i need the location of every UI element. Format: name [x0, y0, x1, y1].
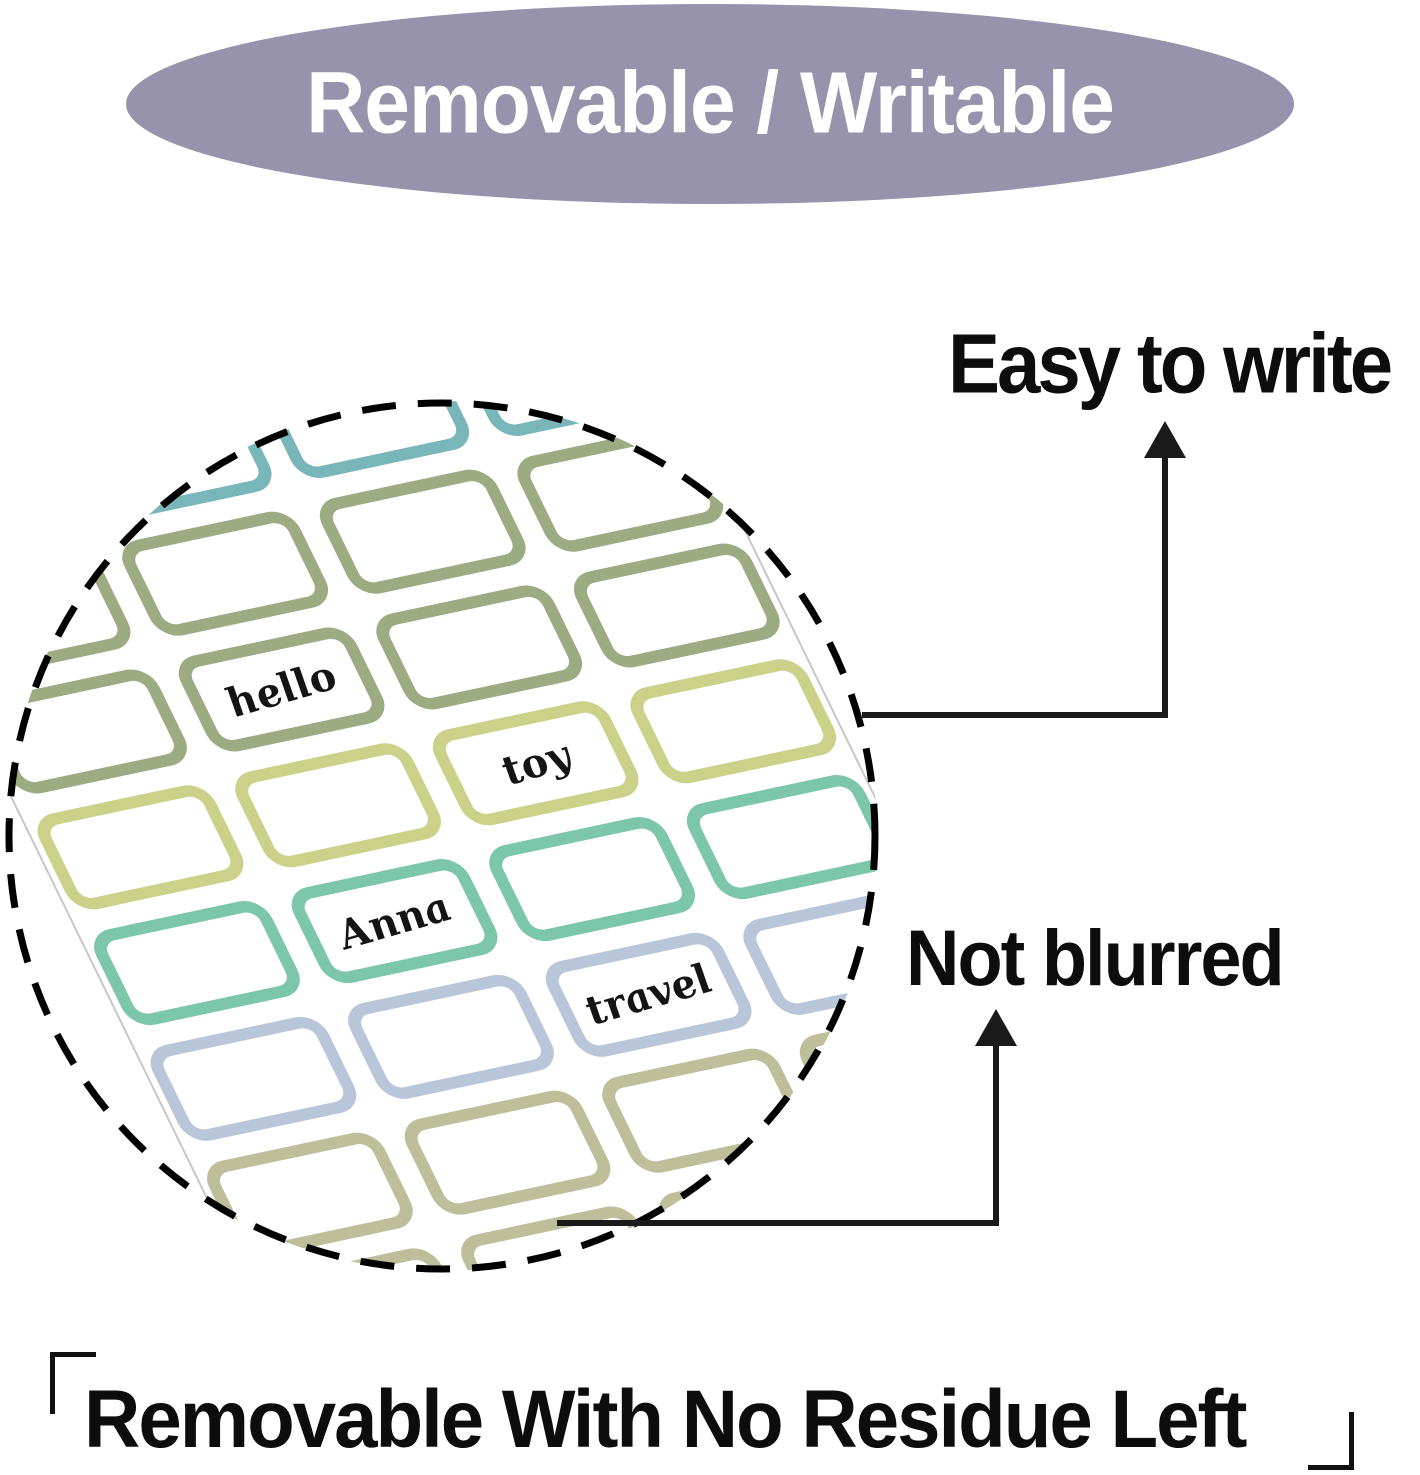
label-sticker [509, 423, 732, 557]
label-sticker [452, 1202, 676, 1271]
label-sticker: toy [424, 696, 647, 830]
label-sticker [367, 581, 591, 714]
handwritten-word: toy [491, 732, 581, 794]
handwritten-word: Anna [328, 884, 462, 959]
label-sticker [198, 1128, 422, 1262]
label-sticker: travel [537, 928, 760, 1062]
blur-connector-horizontal-line [557, 1220, 999, 1226]
label-sticker: hello [170, 623, 393, 756]
easy-arrow-up-icon [1144, 421, 1186, 458]
bracket-bottom-right-icon [1308, 1465, 1354, 1470]
label-sticker [565, 539, 789, 672]
label-sticker [311, 465, 535, 599]
label-sticker [593, 1044, 817, 1178]
label-sticker [7, 549, 139, 683]
label-sticker [226, 738, 450, 872]
label-sticker: Anna [283, 854, 506, 988]
bracket-top-left-icon [50, 1352, 55, 1414]
label-sticker [113, 507, 337, 641]
label-sticker [142, 1012, 365, 1146]
label-sticker [621, 654, 845, 788]
easy-to-write-heading: Easy to write [948, 315, 1393, 411]
bottom-note-heading: Removable With No Residue Left [84, 1372, 1247, 1465]
label-sticker [339, 970, 563, 1104]
easy-connector-vertical-line [1162, 456, 1168, 718]
label-sticker [85, 896, 309, 1030]
label-sticker [57, 401, 280, 525]
bracket-bottom-right-icon [1349, 1412, 1354, 1470]
label-sticker [480, 812, 704, 946]
label-sticker [29, 780, 252, 914]
label-sticker [650, 1160, 873, 1271]
handwritten-word: hello [216, 652, 347, 727]
label-sticker [254, 401, 478, 483]
handwritten-word: travel [575, 955, 722, 1034]
label-sticker [7, 665, 196, 798]
label-sticker [678, 770, 877, 904]
not-blurred-heading: Not blurred [906, 913, 1285, 1002]
label-sticker [396, 1086, 619, 1220]
badge-label: Removable / Writable [306, 55, 1115, 152]
label-sticker [734, 886, 877, 1020]
badge-ellipse: Removable / Writable [126, 4, 1294, 204]
easy-connector-horizontal-line [862, 712, 1168, 718]
bracket-top-left-icon [50, 1352, 96, 1357]
blur-connector-vertical-line [993, 1044, 999, 1226]
blur-arrow-up-icon [975, 1009, 1017, 1046]
